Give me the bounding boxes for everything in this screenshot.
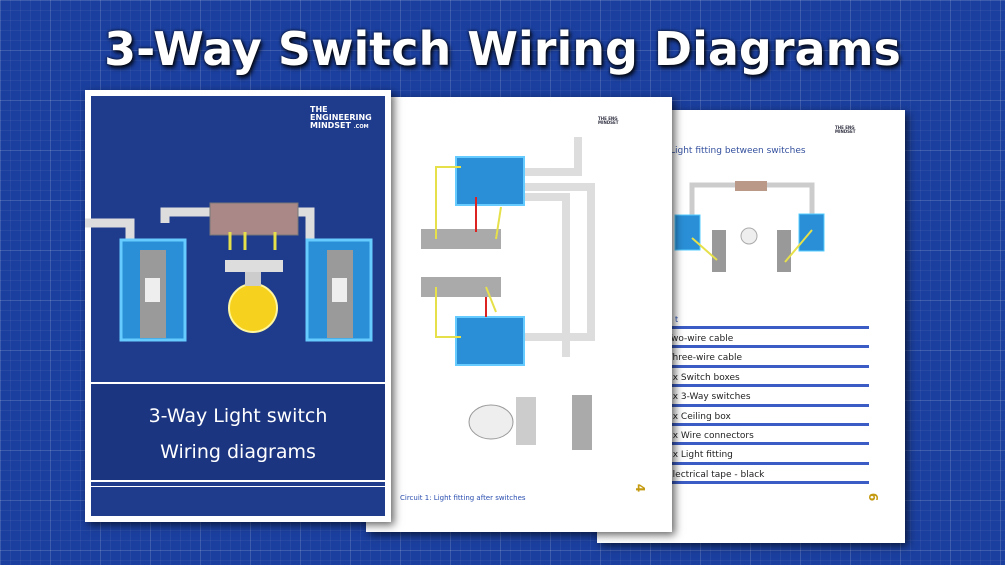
lamp-mount (225, 260, 283, 272)
list-marker: t (667, 315, 869, 329)
bulb-icon (228, 283, 278, 333)
wiring-diagram-between (674, 181, 825, 272)
parts-list: t Two-wire cable Three-wire cable 2x Swi… (667, 315, 869, 485)
switch-top (421, 229, 501, 249)
switch-box-bottom (455, 316, 525, 366)
page-number: 6 (866, 492, 881, 502)
ceiling-box (735, 181, 767, 191)
lamp-holder (245, 272, 261, 286)
ceiling-box (209, 202, 299, 236)
figure-caption: Circuit 1: Light fitting after switches (400, 494, 526, 502)
switch-left (712, 230, 726, 272)
list-item: 5x Wire connectors (667, 426, 869, 446)
list-item: 2x Switch boxes (667, 368, 869, 388)
ceiling-box (572, 395, 592, 450)
cover-bottom-strip (91, 486, 385, 514)
cover-title-box: 3-Way Light switch Wiring diagrams (91, 382, 385, 482)
cover-title-line1: 3-Way Light switch (148, 405, 328, 427)
banner-title: 3-Way Switch Wiring Diagrams (104, 22, 901, 76)
switch-box-top (455, 156, 525, 206)
toggle-right (332, 278, 347, 302)
bulb-icon (468, 404, 514, 440)
switch-bottom (421, 277, 501, 297)
wires (691, 229, 813, 263)
cables (516, 137, 595, 357)
cover-title-line2: Wiring diagrams (160, 441, 316, 463)
wires (435, 166, 502, 338)
list-item: 1x Light fitting (667, 445, 869, 465)
toggle-left (145, 278, 160, 302)
switch-right (777, 230, 791, 272)
page-heading: Light fitting between switches (670, 146, 806, 156)
list-item: Electrical tape - black (667, 465, 869, 485)
list-item: 1x Ceiling box (667, 407, 869, 426)
page-number: 4 (633, 483, 648, 493)
list-item: Three-wire cable (667, 348, 869, 368)
list-item: 2x 3-Way switches (667, 387, 869, 407)
cover-illustration (85, 202, 373, 342)
wiring-diagram-after (421, 137, 595, 450)
switch-box-left (674, 214, 701, 251)
bulb-icon (740, 227, 758, 245)
red-wires (475, 197, 487, 317)
lamp-holder (516, 397, 536, 445)
wires (228, 232, 277, 250)
list-item: Two-wire cable (667, 329, 869, 349)
switch-box-right (798, 213, 825, 252)
